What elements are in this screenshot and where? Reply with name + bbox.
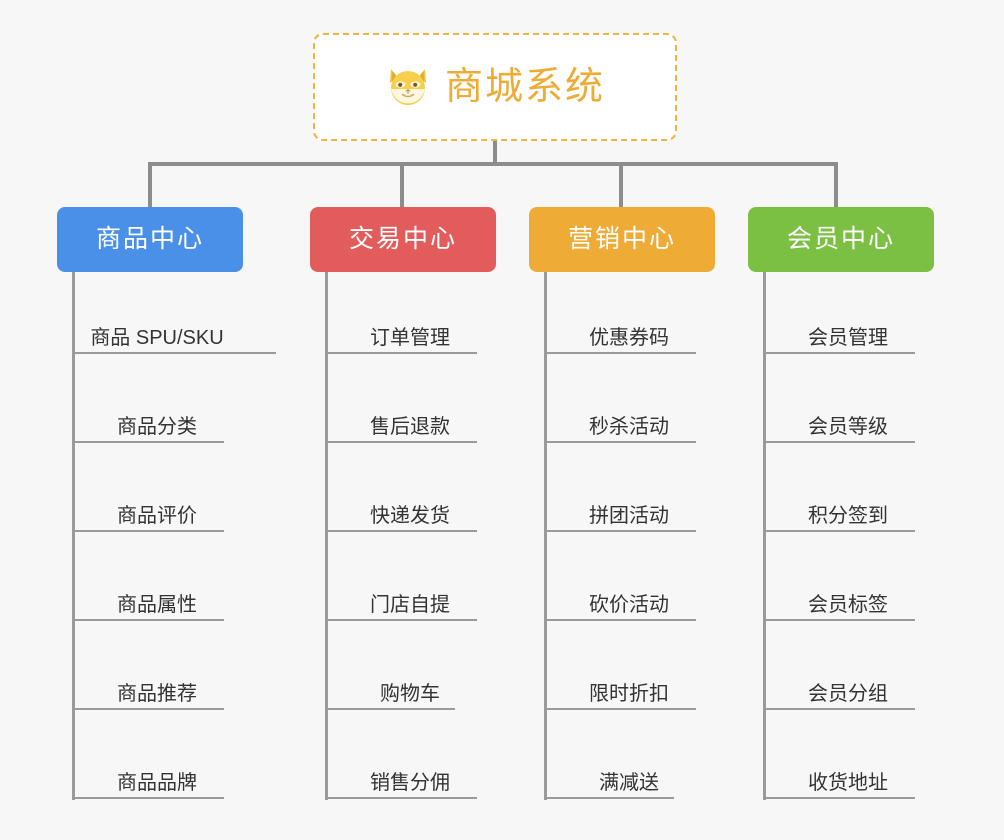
leaf-label: 满减送 bbox=[599, 772, 659, 794]
leaf-rule bbox=[72, 441, 224, 443]
leaf-rule bbox=[763, 619, 915, 621]
branch-spine bbox=[72, 272, 75, 800]
leaf-rule bbox=[763, 352, 915, 354]
leaf-label: 商品 SPU/SKU bbox=[90, 327, 224, 349]
leaf-item[interactable]: 订单管理 bbox=[325, 328, 495, 354]
leaf-rule bbox=[544, 797, 674, 799]
leaf-rule bbox=[763, 708, 915, 710]
leaf-item[interactable]: 商品品牌 bbox=[72, 773, 242, 799]
connector-drop-member-center bbox=[834, 162, 838, 209]
leaf-item[interactable]: 优惠券码 bbox=[544, 328, 714, 354]
branch-header-member-center[interactable]: 会员中心 bbox=[748, 207, 934, 272]
leaf-label: 秒杀活动 bbox=[589, 416, 669, 438]
leaf-item[interactable]: 秒杀活动 bbox=[544, 417, 714, 443]
leaf-item[interactable]: 商品分类 bbox=[72, 417, 242, 443]
leaf-label: 会员管理 bbox=[808, 327, 888, 349]
branch-header-label: 营销中心 bbox=[567, 225, 676, 253]
leaf-item[interactable]: 会员等级 bbox=[763, 417, 933, 443]
leaf-item[interactable]: 收货地址 bbox=[763, 773, 933, 799]
leaf-item[interactable]: 砍价活动 bbox=[544, 595, 714, 621]
leaf-label: 商品分类 bbox=[117, 416, 197, 438]
branch-header-trade-center[interactable]: 交易中心 bbox=[310, 207, 496, 272]
leaf-label: 会员等级 bbox=[808, 416, 888, 438]
leaf-label: 优惠券码 bbox=[589, 327, 669, 349]
connector-drop-trade-center bbox=[400, 162, 404, 209]
leaf-item[interactable]: 商品评价 bbox=[72, 506, 242, 532]
leaf-label: 销售分佣 bbox=[370, 772, 450, 794]
branch-header-marketing-center[interactable]: 营销中心 bbox=[529, 207, 715, 272]
leaf-rule bbox=[544, 708, 696, 710]
leaf-item[interactable]: 购物车 bbox=[325, 684, 495, 710]
shiba-dog-face-icon bbox=[385, 64, 431, 110]
leaf-rule bbox=[544, 441, 696, 443]
leaf-item[interactable]: 拼团活动 bbox=[544, 506, 714, 532]
leaf-rule bbox=[325, 797, 477, 799]
branch-spine bbox=[325, 272, 328, 800]
leaf-item[interactable]: 快递发货 bbox=[325, 506, 495, 532]
leaf-label: 门店自提 bbox=[370, 594, 450, 616]
leaf-label: 会员标签 bbox=[808, 594, 888, 616]
leaf-label: 购物车 bbox=[380, 683, 440, 705]
leaf-rule bbox=[72, 797, 224, 799]
leaf-item[interactable]: 商品 SPU/SKU bbox=[72, 328, 276, 354]
connector-drop-marketing-center bbox=[619, 162, 623, 209]
leaf-rule bbox=[72, 530, 224, 532]
leaf-label: 会员分组 bbox=[808, 683, 888, 705]
leaf-label: 收货地址 bbox=[808, 772, 888, 794]
leaf-rule bbox=[544, 530, 696, 532]
leaf-rule bbox=[72, 619, 224, 621]
leaf-item[interactable]: 满减送 bbox=[544, 773, 714, 799]
leaf-item[interactable]: 门店自提 bbox=[325, 595, 495, 621]
leaf-item[interactable]: 售后退款 bbox=[325, 417, 495, 443]
root-title: 商城系统 bbox=[444, 66, 605, 108]
root-node[interactable]: 商城系统 bbox=[313, 33, 677, 141]
leaf-item[interactable]: 会员标签 bbox=[763, 595, 933, 621]
leaf-rule bbox=[763, 441, 915, 443]
branch-header-label: 会员中心 bbox=[786, 225, 895, 253]
leaf-rule bbox=[325, 352, 477, 354]
leaf-label: 限时折扣 bbox=[589, 683, 669, 705]
leaf-rule bbox=[72, 708, 224, 710]
leaf-item[interactable]: 商品推荐 bbox=[72, 684, 242, 710]
leaf-label: 售后退款 bbox=[370, 416, 450, 438]
branch-spine bbox=[544, 272, 547, 800]
leaf-item[interactable]: 销售分佣 bbox=[325, 773, 495, 799]
leaf-rule bbox=[325, 619, 477, 621]
leaf-rule bbox=[325, 441, 477, 443]
connector-root-stem bbox=[493, 141, 497, 164]
leaf-rule bbox=[325, 530, 477, 532]
leaf-label: 快递发货 bbox=[370, 505, 450, 527]
leaf-rule bbox=[763, 797, 915, 799]
branch-header-product-center[interactable]: 商品中心 bbox=[57, 207, 243, 272]
branch-header-label: 商品中心 bbox=[95, 225, 204, 253]
leaf-label: 商品推荐 bbox=[117, 683, 197, 705]
branch-spine bbox=[763, 272, 766, 800]
leaf-label: 砍价活动 bbox=[589, 594, 669, 616]
leaf-rule bbox=[72, 352, 276, 354]
leaf-label: 商品品牌 bbox=[117, 772, 197, 794]
leaf-item[interactable]: 限时折扣 bbox=[544, 684, 714, 710]
leaf-rule bbox=[544, 619, 696, 621]
leaf-item[interactable]: 积分签到 bbox=[763, 506, 933, 532]
leaf-label: 拼团活动 bbox=[589, 505, 669, 527]
branch-header-label: 交易中心 bbox=[348, 225, 457, 253]
leaf-rule bbox=[325, 708, 455, 710]
leaf-label: 商品属性 bbox=[117, 594, 197, 616]
connector-horizontal-bus bbox=[150, 162, 836, 166]
leaf-label: 积分签到 bbox=[808, 505, 888, 527]
leaf-item[interactable]: 商品属性 bbox=[72, 595, 242, 621]
leaf-label: 订单管理 bbox=[370, 327, 450, 349]
leaf-rule bbox=[763, 530, 915, 532]
connector-drop-product-center bbox=[148, 162, 152, 209]
leaf-label: 商品评价 bbox=[117, 505, 197, 527]
leaf-item[interactable]: 会员管理 bbox=[763, 328, 933, 354]
leaf-item[interactable]: 会员分组 bbox=[763, 684, 933, 710]
leaf-rule bbox=[544, 352, 696, 354]
